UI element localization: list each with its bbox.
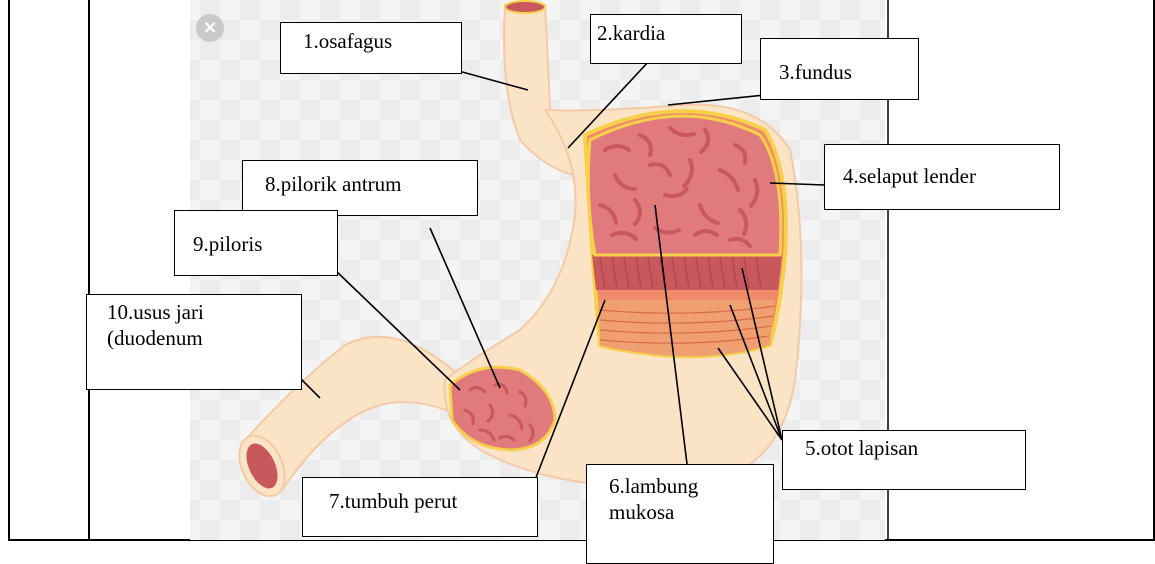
label-pylorus-text: 9.piloris: [193, 231, 329, 257]
label-fundus: 3.fundus: [760, 38, 919, 100]
label-pyloric-antrum: 8.pilorik antrum: [242, 160, 478, 216]
label-mucous-membrane-text: 4.selaput lender: [843, 163, 1051, 189]
label-gastric-mucosa-text: 6.lambung mukosa: [609, 473, 729, 525]
label-fundus-text: 3.fundus: [779, 59, 910, 85]
label-esophagus: 1.osafagus: [280, 22, 462, 74]
label-pylorus: 9.piloris: [174, 210, 338, 276]
label-cardia-text: 2.kardia: [597, 20, 733, 46]
label-gastric-mucosa: 6.lambung mukosa: [586, 464, 774, 564]
label-pyloric-antrum-text: 8.pilorik antrum: [265, 171, 469, 197]
label-duodenum: 10.usus jari (duodenum: [86, 294, 302, 390]
label-stomach-body-text: 7.tumbuh perut: [329, 488, 529, 514]
label-mucous-membrane: 4.selaput lender: [824, 144, 1060, 210]
label-cardia: 2.kardia: [590, 14, 742, 64]
label-stomach-body: 7.tumbuh perut: [302, 477, 538, 537]
label-duodenum-text: 10.usus jari (duodenum: [107, 299, 257, 351]
label-muscle-layer: 5.otot lapisan: [782, 430, 1026, 490]
close-icon[interactable]: ×: [196, 14, 224, 42]
label-muscle-layer-text: 5.otot lapisan: [805, 435, 1017, 461]
label-esophagus-text: 1.osafagus: [303, 28, 453, 54]
